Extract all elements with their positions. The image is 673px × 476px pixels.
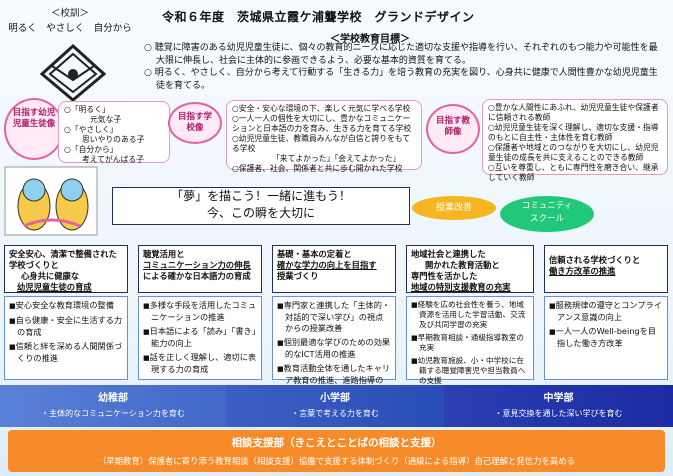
support-description: （早期教育）保護者に寄り添う教育相談（相談支援）協働で支援する体制づくり（通級に…: [97, 456, 576, 466]
motto-words: 明るく やさしく 自分から: [8, 23, 132, 34]
school-oval: 目指す学校像: [168, 102, 222, 144]
column-head-3: 基礎・基本の定着と 確かな学力の向上を目指す 授業づくり: [272, 245, 396, 293]
child-trait-a: 考えてがんばる子: [82, 155, 144, 164]
school-item: ○一人一人の個性を大切にし、豊かなコミュニケーションと日本語の力を育み、生きる力…: [232, 114, 412, 133]
child-trait-q: ○「やさしく」: [64, 125, 118, 134]
vision-banner: 「夢」を描こう！一緒に進もう！ 今、この瞬を大切に: [112, 187, 410, 225]
children-panel: ○「明るく」 元気な子 ○「やさしく」 思いやりのある子 ○「自分から」 考えて…: [58, 101, 170, 164]
child-trait-q: ○「明るく」: [64, 105, 110, 114]
support-title: 相談支援部（きこえとことばの相談と支援）: [231, 437, 442, 449]
staff-item: ○豊かな人間性にあふれ、幼児児童生徒や保護者に信頼される教師: [488, 103, 659, 122]
school-label: 目指す学校像: [177, 112, 212, 133]
column-head-2: 聴覚活用と コミュニケーション力の伸長 による確かな日本語力の育成: [138, 245, 262, 293]
children-label: 目指す幼児児童生徒像: [12, 108, 56, 129]
page-title: 令和６年度 茨城県立霞ケ浦聾学校 グランドデザイン: [162, 10, 475, 24]
column-head-5: 信頼される学校づくりと 働き方改革の推進: [544, 245, 668, 293]
staff-item: ○保護者や地域とのつながりを大切にし、幼児児童生徒の成長を共に支えることのできる…: [488, 143, 659, 162]
kindergarten-bar: 幼稚部 ・主体的なコミュニケーション力を育む: [0, 385, 226, 427]
school-panel: ○安全・安心な環境の下、楽しく元気に学べる学校 ○一人一人の個性を大切にし、豊か…: [226, 100, 422, 173]
mascot-illustration-icon: [4, 166, 98, 236]
motto-heading: ＜校訓＞: [50, 8, 89, 19]
goals-heading: ＜学校教育目標＞: [330, 34, 410, 45]
banner-line-1: 「夢」を描こう！一緒に進もう！: [171, 189, 351, 203]
column-items-3: 専門家と連携した「主体的・対話的で深い学び」の視点からの授業改善 個別最適な学び…: [272, 296, 396, 396]
child-trait-a: 元気な子: [90, 115, 122, 124]
staff-item: ○幼児児童生徒を深く理解し、適切な支援・指導のもとに自主性・主体性を育む教師: [488, 123, 659, 142]
consultation-support-bar: 相談支援部（きこえとことばの相談と支援） （早期教育）保護者に寄り添う教育相談（…: [8, 430, 665, 472]
column-items-4: 経験を広め社会性を養う、地域資源を活用した学習活動、交流及び共同学習の充実 早期…: [406, 296, 534, 385]
lesson-improvement-bubble: 授業改善: [412, 196, 496, 220]
column-items-1: 安心安全な教育環境の整備 自ら健康・安全に生活する力の育成 信頼と絆を深める人間…: [4, 296, 128, 380]
division-bars: 幼稚部 ・主体的なコミュニケーション力を育む 小学部 ・言葉で考える力を育む 中…: [0, 385, 673, 427]
elementary-bar: 小学部 ・言葉で考える力を育む: [226, 385, 444, 427]
banner-line-2: 今、この瞬を大切に: [206, 206, 315, 220]
school-item: ○安全・安心な環境の下、楽しく元気に学べる学校: [232, 104, 411, 113]
goal-item-2: 明るく、やさしく、自分から考えて行動する「生きる力」を培う教育の充実を図り、心身…: [144, 67, 666, 92]
column-head-4: 地域社会と連携した 開かれた教育活動と 専門性を活かした 地域の特別支援教育の充…: [406, 245, 534, 293]
bubble-line-2: スクール: [529, 214, 564, 224]
child-trait-a: 思いやりのある子: [82, 135, 145, 144]
column-items-5: 服務規律の遵守とコンプライアンス意識の向上 一人一人のWell-beingを目指…: [544, 296, 668, 380]
school-emblem-icon: [39, 44, 107, 102]
school-motto: ＜校訓＞ 明るく やさしく 自分から: [6, 6, 134, 44]
child-trait-q: ○「自分から」: [64, 145, 118, 154]
community-school-bubble: コミュニティ スクール: [500, 196, 594, 232]
bubble-line-1: コミュニティ: [521, 201, 573, 211]
junior-high-bar: 中学部 ・意見交換を通した深い学びを育む: [444, 385, 673, 427]
school-goals: 聴覚に障害のある幼児児童生徒に、個々の教育的ニーズに応じた適切な支援や指導を行い…: [144, 42, 666, 92]
column-head-1: 安全安心、清潔で整備された学校づくりと 心身共に健康な 幼児児童生徒の育成: [4, 245, 128, 293]
school-item: ○幼児児童生徒、教職員みんなが自信と誇りをもてる学校: [232, 134, 411, 153]
school-item: ○保護者、社会、関係者と共に歩む開かれた学校: [232, 164, 403, 173]
staff-label: 目指す教師像: [435, 116, 470, 137]
goal-item-1: 聴覚に障害のある幼児児童生徒に、個々の教育的ニーズに応じた適切な支援や指導を行い…: [144, 42, 666, 67]
staff-item: ○互いを尊重し、ともに専門性を磨き合い、継承していく教師: [488, 163, 659, 182]
staff-oval: 目指す教師像: [426, 104, 480, 154]
staff-panel: ○豊かな人間性にあふれ、幼児児童生徒や保護者に信頼される教師 ○幼児児童生徒を深…: [482, 99, 668, 182]
school-item: 「来てよかった」「会えてよかった」: [272, 154, 401, 163]
column-items-2: 多様な手段を活用したコミュニケーションの推進 日本語による「読み」「書き」能力の…: [138, 296, 262, 380]
children-oval: 目指す幼児児童生徒像: [4, 98, 64, 160]
